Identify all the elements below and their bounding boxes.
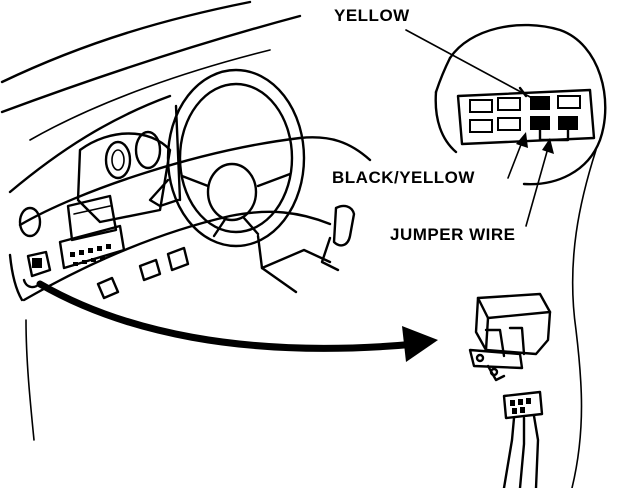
- black-yellow-leader: [507, 132, 528, 179]
- yellow-leader: [405, 29, 533, 99]
- label-jumper-wire: JUMPER WIRE: [390, 225, 516, 244]
- relay-plug: [502, 390, 544, 488]
- label-yellow: YELLOW: [334, 6, 410, 25]
- dash-vent-box: [66, 194, 118, 242]
- dashboard-outline: [0, 0, 372, 441]
- gear-shift: [260, 204, 356, 272]
- side-vent: [18, 206, 42, 238]
- connector-inset: [434, 23, 607, 488]
- instrument-cluster: [76, 130, 172, 224]
- diagnostic-connector: [456, 86, 596, 146]
- fuse-row: [70, 244, 111, 266]
- fuse-panel: [58, 224, 126, 270]
- jumper-wire: [538, 128, 570, 142]
- relay-location: [22, 250, 52, 289]
- jumper-wire-leader: [525, 138, 554, 227]
- relay-enlarged: [468, 292, 552, 382]
- label-black-yellow: BLACK/YELLOW: [332, 168, 475, 187]
- pedals: [96, 246, 190, 300]
- location-arrow: [36, 280, 438, 362]
